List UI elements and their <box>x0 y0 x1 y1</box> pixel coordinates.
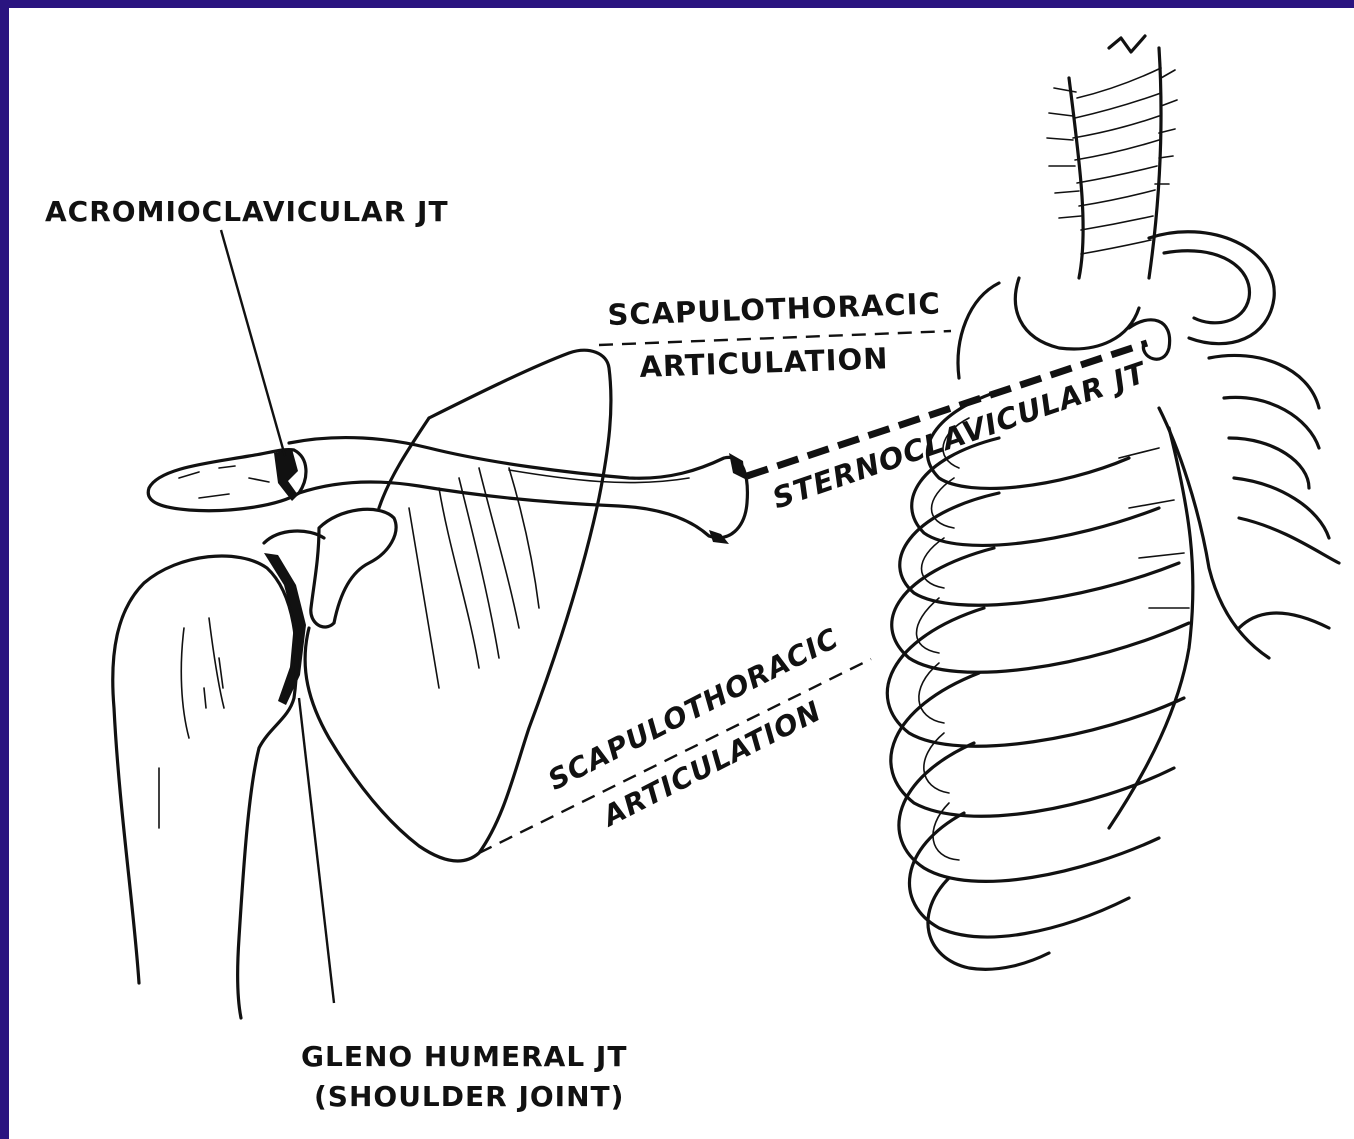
label-acromioclavicular-jt: ACROMIOCLAVICULAR JT <box>45 198 449 226</box>
rib-cage <box>887 232 1339 970</box>
glenohumeral-leader <box>299 698 334 1003</box>
label-glenohumeral-jt: GLENO HUMERAL JT <box>301 1043 627 1071</box>
spine <box>1047 36 1177 278</box>
label-scapulothoracic-upper-2: ARTICULATION <box>639 344 889 382</box>
label-shoulder-joint: (SHOULDER JOINT) <box>314 1083 624 1111</box>
acromioclavicular-leader <box>221 230 285 456</box>
humerus <box>113 556 297 1018</box>
diagram-frame: ACROMIOCLAVICULAR JT SCAPULOTHORACIC ART… <box>9 8 1354 1139</box>
leader-lines <box>221 230 1147 1003</box>
acromion <box>148 449 306 511</box>
scapulothoracic-upper-leader <box>599 331 951 345</box>
shoulder-anatomy-illustration <box>9 8 1354 1139</box>
scapulothoracic-lower-leader <box>479 659 871 853</box>
clavicle <box>289 438 747 544</box>
